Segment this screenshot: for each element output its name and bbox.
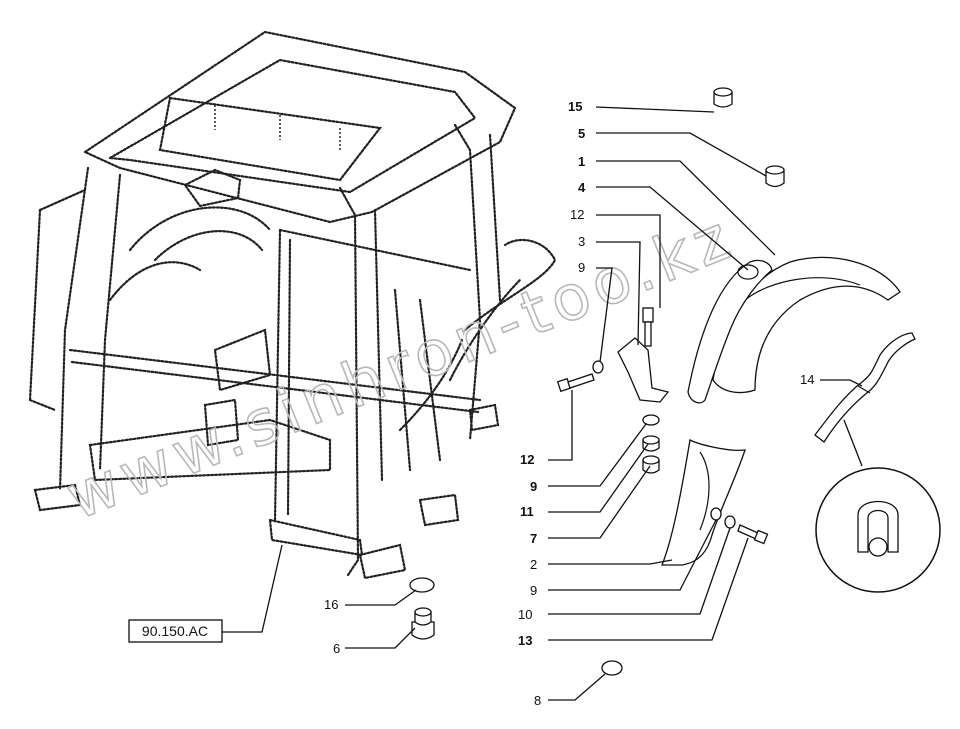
part-7-nut [642, 455, 660, 474]
callout-9-top: 9 [578, 260, 585, 275]
callout-3: 3 [578, 234, 585, 249]
part-12-bolt-vertical [642, 307, 654, 347]
part-9-washer [592, 360, 604, 374]
part-6-mount [411, 607, 435, 640]
cab-frame-illustration [28, 30, 557, 580]
callout-12-bottom: 12 [520, 452, 534, 467]
callout-16: 16 [324, 597, 338, 612]
part-9-washer-right [710, 507, 722, 521]
part-13-bolt [737, 524, 769, 545]
reference-box-label: 90.150.AC [142, 623, 208, 639]
reference-box[interactable]: 90.150.AC [128, 619, 223, 643]
part-5-cap [765, 165, 785, 188]
callout-10: 10 [518, 607, 532, 622]
callout-12-top: 12 [570, 207, 584, 222]
callout-8: 8 [534, 693, 541, 708]
part-12-bolt-horizontal [556, 373, 595, 393]
callout-4: 4 [578, 180, 586, 195]
callout-1: 1 [578, 154, 585, 169]
part-14-detail-circle [815, 467, 941, 593]
callout-6: 6 [333, 641, 340, 656]
callout-15: 15 [568, 99, 582, 114]
part-16-washer [409, 577, 435, 593]
part-4-edge-trim [687, 259, 773, 404]
part-10-washer [724, 515, 736, 529]
part-11-spacer [642, 435, 660, 452]
callout-5: 5 [578, 126, 585, 141]
part-9-washer-lower [642, 414, 660, 426]
callout-2: 2 [530, 557, 537, 572]
part-3-bracket [617, 337, 670, 403]
callout-13: 13 [518, 633, 532, 648]
leader-lines [222, 106, 863, 701]
callout-7: 7 [530, 531, 537, 546]
callout-labels: 15 5 1 4 12 3 9 12 9 11 7 2 9 10 13 14 1… [324, 99, 814, 708]
part-15-cap [713, 87, 733, 108]
part-14-hose [814, 332, 916, 443]
callout-9-mid: 9 [530, 479, 537, 494]
callout-11: 11 [520, 504, 534, 519]
callout-9-bottom: 9 [530, 583, 537, 598]
part-8-washer [601, 660, 623, 676]
callout-14: 14 [800, 372, 814, 387]
part-2-extension [661, 439, 746, 566]
